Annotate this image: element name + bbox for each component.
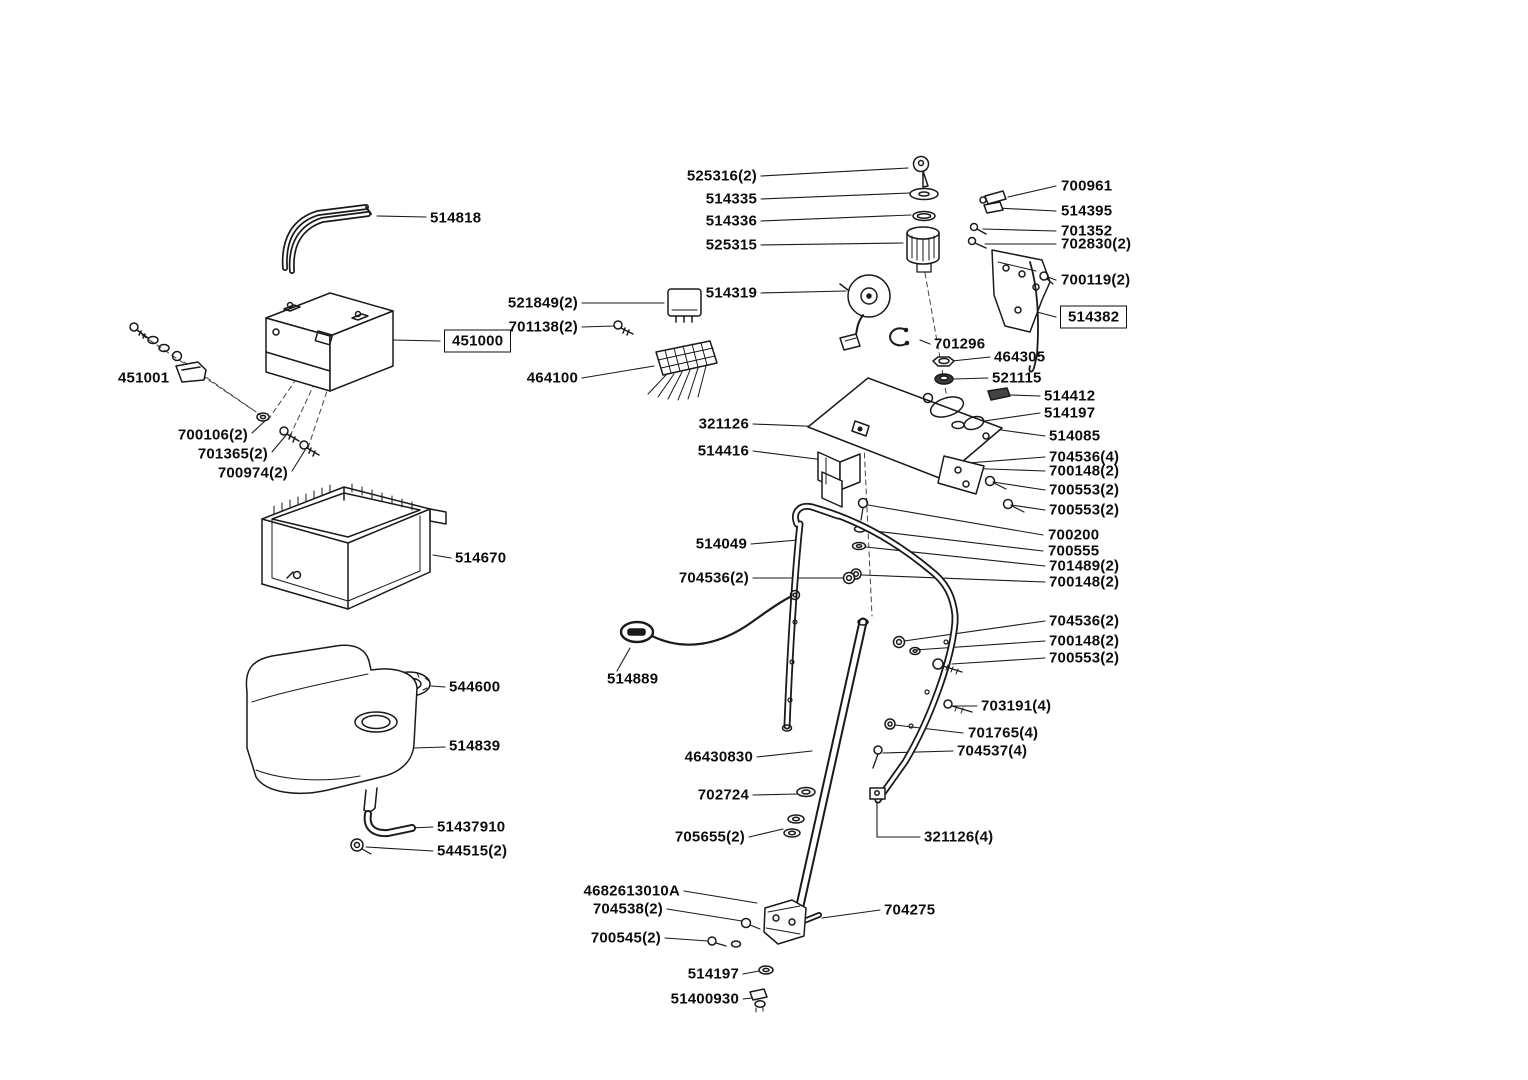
part-label-46430830: 46430830: [684, 748, 753, 766]
part-label-704536-2: 704536(2): [678, 569, 749, 587]
part-label-525315: 525315: [705, 236, 757, 254]
ground-wire-drawing: [619, 589, 801, 646]
battery-mount-fasteners-drawing: [256, 412, 320, 457]
shaft-washers-drawing: [783, 786, 816, 838]
part-label-700148-2c: 700148(2): [1049, 632, 1120, 650]
part-label-702724: 702724: [697, 786, 749, 804]
part-label-704538-2: 704538(2): [592, 900, 663, 918]
part-label-705655-2: 705655(2): [674, 828, 745, 846]
relay-drawing: [613, 288, 702, 336]
part-label-702830-2: 702830(2): [1061, 235, 1132, 253]
column-fasteners-drawing: [872, 635, 973, 769]
part-label-700119-2: 700119(2): [1061, 271, 1131, 289]
fuel-tank-drawing: [245, 644, 418, 813]
battery-cable-fasteners-drawing: [129, 322, 207, 383]
part-label-464100: 464100: [526, 369, 578, 387]
leader-lines: [251, 167, 1057, 1000]
part-label-701296: 701296: [934, 335, 986, 353]
fuel-hose-drawing: [350, 810, 416, 855]
part-label-514335: 514335: [705, 190, 757, 208]
part-label-701765-4: 701765(4): [968, 724, 1039, 742]
part-label-544600: 544600: [449, 678, 501, 696]
part-label-514395: 514395: [1061, 202, 1113, 220]
part-label-704536-4: 704536(4): [1049, 448, 1120, 466]
part-label-514818: 514818: [430, 209, 482, 227]
ignition-switch-stack-drawing: [906, 155, 940, 273]
part-label-700553-2b: 700553(2): [1049, 501, 1120, 519]
steering-frame-drawing: [781, 502, 959, 804]
part-label-514049: 514049: [695, 535, 747, 553]
part-label-451000: 451000: [444, 329, 512, 353]
part-label-700200: 700200: [1048, 526, 1100, 544]
part-label-700961: 700961: [1061, 177, 1113, 195]
small-switch-parts-drawing: [889, 327, 1011, 401]
part-label-514319: 514319: [705, 284, 757, 302]
lower-clamp-drawing: [707, 899, 822, 1013]
dash-panel-drawing: [807, 377, 1003, 486]
part-label-521849-2: 521849(2): [507, 294, 578, 312]
part-label-704536-2r: 704536(2): [1049, 612, 1120, 630]
part-label-321126: 321126: [698, 415, 749, 433]
part-label-514412: 514412: [1044, 387, 1096, 405]
part-label-514416: 514416: [697, 442, 749, 460]
part-label-521115: 521115: [992, 369, 1042, 387]
part-label-4682613010A: 4682613010A: [583, 882, 680, 900]
side-mount-bracket-drawing: [937, 455, 1025, 513]
part-label-700148-2a: 700148(2): [1049, 462, 1120, 480]
part-label-514670: 514670: [455, 549, 507, 567]
part-label-701365-2: 701365(2): [197, 445, 268, 463]
part-label-451001: 451001: [118, 369, 170, 387]
part-label-321126-4: 321126(4): [924, 828, 994, 846]
part-label-514197-r: 514197: [1044, 404, 1096, 422]
part-label-544515-2: 544515(2): [437, 842, 508, 860]
part-label-704537-4: 704537(4): [957, 742, 1028, 760]
steering-shaft-drawing: [790, 617, 869, 933]
part-label-514085: 514085: [1049, 427, 1101, 445]
choke-bracket-drawing: [967, 190, 1054, 373]
part-label-514197-b: 514197: [687, 965, 739, 983]
part-label-700974-2: 700974(2): [217, 464, 288, 482]
part-label-51437910: 51437910: [437, 818, 506, 836]
part-label-525316-2: 525316(2): [686, 167, 757, 185]
part-label-514839: 514839: [449, 737, 501, 755]
part-label-514382: 514382: [1060, 305, 1128, 329]
part-label-700555: 700555: [1048, 542, 1100, 560]
buzzer-drawing: [839, 274, 891, 351]
part-label-700553-2a: 700553(2): [1049, 481, 1120, 499]
battery-drawing: [265, 292, 394, 392]
part-label-703191-4: 703191(4): [981, 697, 1052, 715]
part-label-464305: 464305: [994, 348, 1046, 366]
carry-strap-drawing: [281, 204, 372, 274]
part-label-700545-2: 700545(2): [590, 929, 661, 947]
part-label-700148-2b: 700148(2): [1049, 573, 1120, 591]
connector-block-drawing: [647, 340, 718, 401]
part-label-701489-2: 701489(2): [1049, 557, 1120, 575]
part-label-701138-2: 701138(2): [508, 318, 578, 336]
part-label-704275: 704275: [884, 901, 936, 919]
part-label-701352: 701352: [1061, 222, 1113, 240]
part-label-514889: 514889: [607, 670, 659, 688]
part-label-514336: 514336: [705, 212, 757, 230]
battery-tray-drawing: [261, 483, 447, 610]
panel-bracket-drawing: [817, 451, 869, 580]
part-label-700106-2: 700106(2): [177, 426, 248, 444]
part-label-51400930: 51400930: [670, 990, 739, 1008]
part-label-700553-2c: 700553(2): [1049, 649, 1120, 667]
